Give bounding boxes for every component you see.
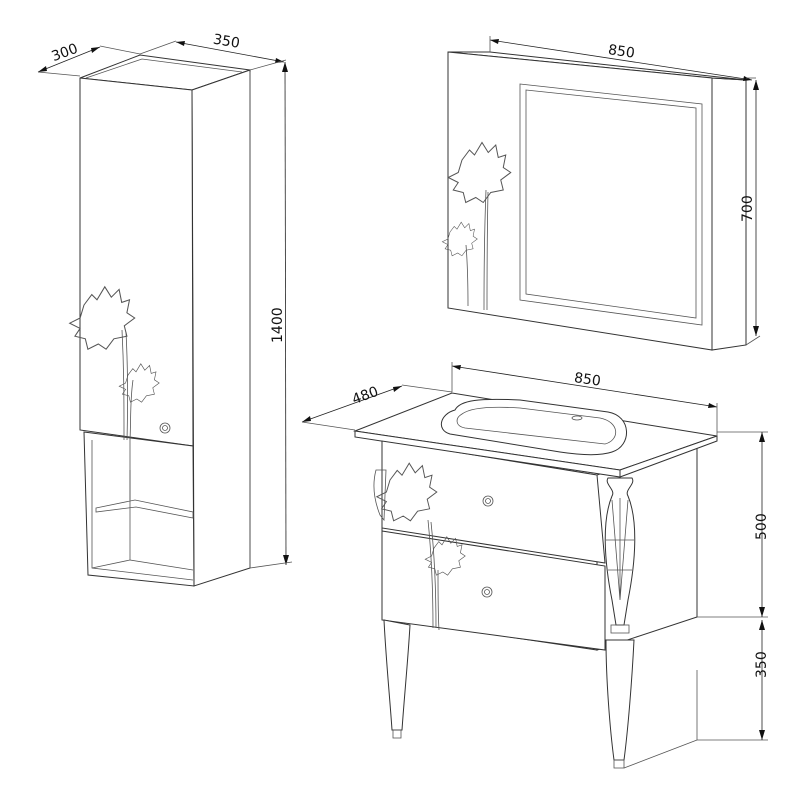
vanity-width-dimension: 850 bbox=[451, 362, 718, 436]
vanity-leg-height-dimension: 350 bbox=[623, 620, 770, 769]
faucet-hole-icon bbox=[571, 415, 583, 421]
vanity-top-drawer bbox=[381, 439, 606, 564]
vanity-cabinet-height-dimension: 500 bbox=[697, 431, 770, 618]
mirror-height-label: 700 bbox=[740, 195, 756, 222]
flower-decor-icon bbox=[442, 142, 512, 311]
mirror-width-dimension: 850 bbox=[489, 36, 756, 81]
vanity-bottom-drawer bbox=[381, 530, 606, 651]
wall-cabinet-depth-label: 300 bbox=[50, 41, 81, 65]
vanity-unit: 480 850 500 350 bbox=[301, 362, 770, 769]
wall-cabinet-height-label: 1400 bbox=[270, 307, 286, 343]
mirror-frame bbox=[447, 51, 713, 351]
mirror-width-label: 850 bbox=[607, 42, 636, 62]
basin bbox=[440, 398, 627, 456]
vanity-leg-height-label: 350 bbox=[754, 651, 770, 678]
right-leg bbox=[605, 639, 635, 761]
wall-cabinet-shelf bbox=[95, 499, 194, 519]
mirror-height-dimension: 700 bbox=[740, 80, 761, 346]
wall-cabinet-width-label: 350 bbox=[212, 32, 241, 52]
wall-cabinet-width-dimension: 350 bbox=[139, 32, 287, 71]
wall-cabinet-door bbox=[79, 77, 194, 447]
vanity-cabinet-height-label: 500 bbox=[754, 513, 770, 540]
mirror-cabinet: 850 700 bbox=[442, 36, 761, 351]
flower-decor-icon bbox=[69, 286, 160, 441]
mirror-glass bbox=[519, 83, 703, 326]
wall-cabinet: 300 350 1400 bbox=[37, 32, 293, 587]
flower-decor-icon bbox=[376, 462, 466, 631]
wall-cabinet-open-shelf bbox=[83, 431, 195, 587]
wall-cabinet-height-dimension: 1400 bbox=[249, 61, 293, 569]
right-column bbox=[604, 477, 636, 634]
left-column bbox=[373, 469, 387, 522]
vanity-width-label: 850 bbox=[573, 370, 602, 390]
wall-cabinet-side bbox=[191, 69, 251, 587]
left-leg bbox=[383, 619, 411, 731]
vanity-depth-label: 480 bbox=[350, 384, 381, 408]
